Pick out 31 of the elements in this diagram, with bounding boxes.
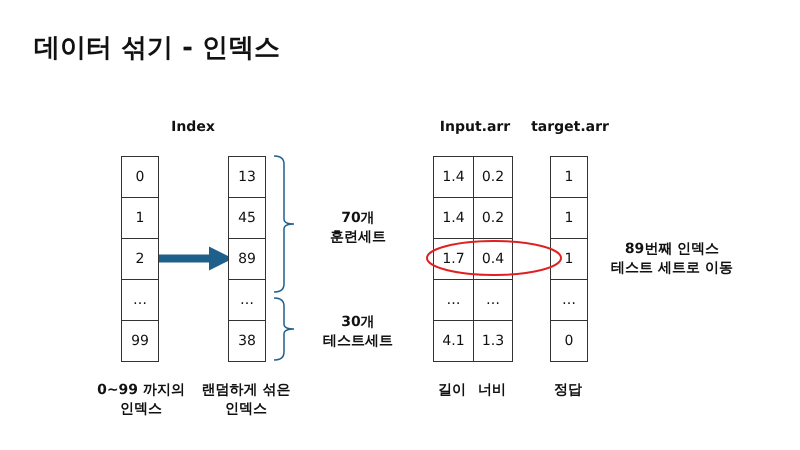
array-cell: 1.3 [473, 320, 513, 362]
annotation: 30개 테스트세트 [322, 313, 394, 351]
array-cell: 38 [228, 320, 266, 362]
array-cell: 45 [228, 197, 266, 239]
column-caption: 랜덤하게 섞은 인덱스 [200, 381, 292, 419]
array-cell: 13 [228, 156, 266, 198]
column-header: Input.arr [440, 118, 510, 137]
column-caption: 너비 [478, 381, 506, 400]
array-cell: … [121, 279, 159, 321]
annotation: 89번째 인덱스 테스트 세트로 이동 [610, 240, 734, 278]
array-cell: 1 [550, 156, 588, 198]
column-header: Index [171, 118, 215, 137]
array-cell: 0.2 [473, 156, 513, 198]
annotation: 70개 훈련세트 [329, 209, 387, 247]
title: 데이터 섞기 - 인덱스 [34, 32, 280, 65]
column-caption: 길이 [438, 381, 466, 400]
array-cell: 99 [121, 320, 159, 362]
column-header: target.arr [531, 118, 609, 137]
array-cell: … [550, 279, 588, 321]
array-cell: 1 [550, 197, 588, 239]
array-cell: 2 [121, 238, 159, 280]
array-cell: 1 [121, 197, 159, 239]
array-cell: 1 [550, 238, 588, 280]
array-cell: 89 [228, 238, 266, 280]
column-caption: 0~99 까지의 인덱스 [96, 381, 186, 419]
array-cell: 4.1 [433, 320, 474, 362]
array-cell: 0 [550, 320, 588, 362]
array-cell: … [228, 279, 266, 321]
column-caption: 정답 [554, 381, 582, 400]
array-cell: 0 [121, 156, 159, 198]
array-cell: 1.4 [433, 156, 474, 198]
